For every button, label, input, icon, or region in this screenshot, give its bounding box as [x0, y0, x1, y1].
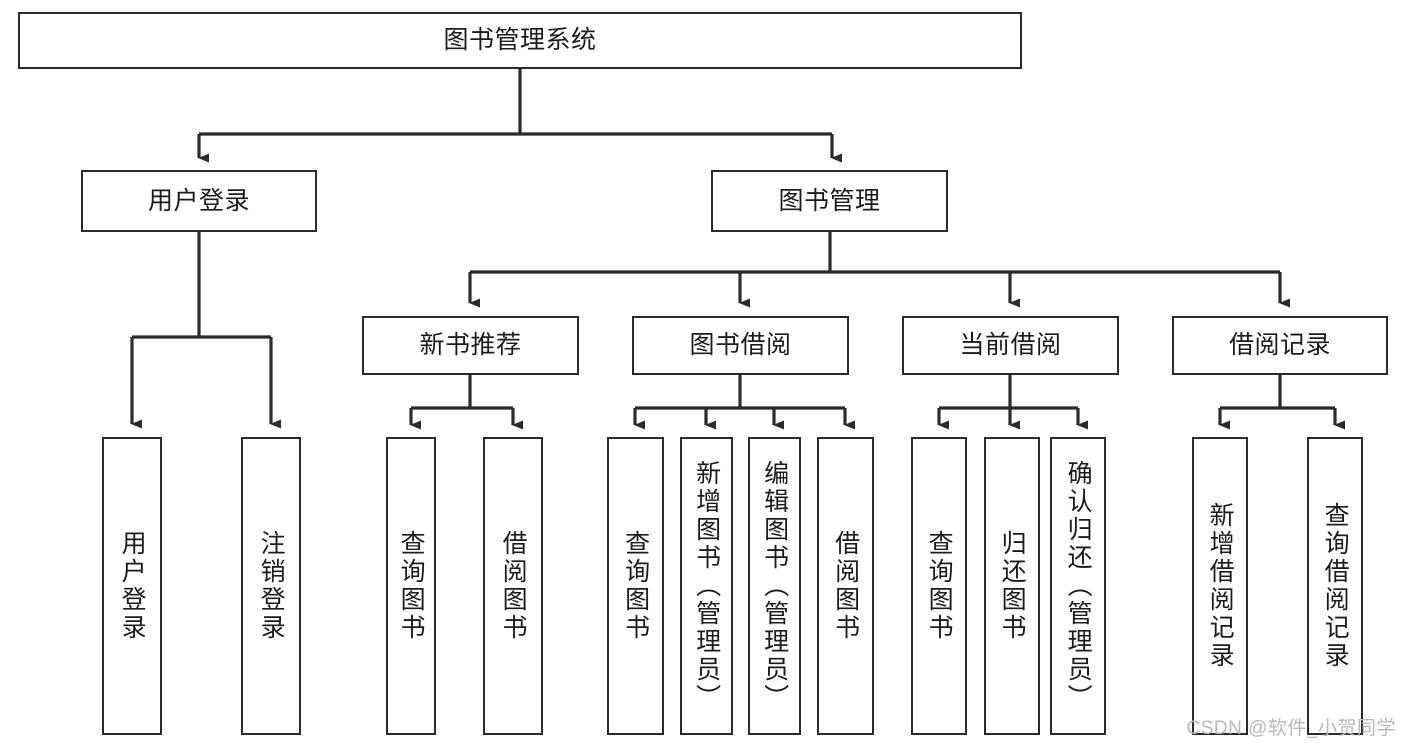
node-leaf-borrow-books[interactable]: 借阅图书 — [817, 437, 874, 735]
node-label: 借阅图书 — [499, 530, 528, 642]
node-level3-new-book-recommend[interactable]: 新书推荐 — [362, 316, 579, 375]
node-level3-borrow-records[interactable]: 借阅记录 — [1172, 316, 1388, 375]
node-leaf-query-books-current[interactable]: 查询图书 — [911, 437, 967, 735]
node-label: 归还图书 — [998, 530, 1027, 642]
node-leaf-add-book-admin[interactable]: 新增图书（管理员） — [680, 437, 733, 735]
node-leaf-query-books-borrow[interactable]: 查询图书 — [607, 437, 664, 735]
node-label: 编辑图书（管理员） — [760, 460, 789, 712]
node-label: 借阅记录 — [1228, 331, 1331, 360]
node-label: 查询借阅记录 — [1321, 502, 1350, 670]
node-leaf-logout[interactable]: 注销登录 — [241, 437, 301, 735]
node-label: 当前借阅 — [959, 331, 1062, 360]
node-leaf-return-books[interactable]: 归还图书 — [984, 437, 1040, 735]
node-label: 确认归还（管理员） — [1064, 460, 1093, 712]
node-label: 查询图书 — [925, 530, 954, 642]
node-leaf-query-books-recommend[interactable]: 查询图书 — [386, 437, 436, 735]
node-leaf-add-borrow-record[interactable]: 新增借阅记录 — [1192, 437, 1248, 735]
node-label: 用户登录 — [147, 186, 250, 215]
node-root[interactable]: 图书管理系统 — [18, 12, 1022, 69]
node-label: 图书管理 — [778, 186, 881, 215]
node-label: 新增图书（管理员） — [692, 460, 721, 712]
node-label: 注销登录 — [257, 530, 286, 642]
node-leaf-query-borrow-record[interactable]: 查询借阅记录 — [1307, 437, 1363, 735]
node-level3-book-borrow[interactable]: 图书借阅 — [632, 316, 849, 375]
node-level3-current-borrow[interactable]: 当前借阅 — [902, 316, 1119, 375]
node-leaf-edit-book-admin[interactable]: 编辑图书（管理员） — [748, 437, 801, 735]
node-level2-user-login[interactable]: 用户登录 — [81, 170, 317, 232]
node-leaf-user-login[interactable]: 用户登录 — [102, 437, 162, 735]
node-label: 新增借阅记录 — [1206, 502, 1235, 670]
node-label: 新书推荐 — [419, 331, 522, 360]
node-level2-book-management[interactable]: 图书管理 — [711, 170, 948, 232]
node-label: 查询图书 — [621, 530, 650, 642]
node-leaf-borrow-books-recommend[interactable]: 借阅图书 — [483, 437, 543, 735]
node-root-label: 图书管理系统 — [443, 26, 597, 55]
node-label: 借阅图书 — [831, 530, 860, 642]
node-leaf-confirm-return-admin[interactable]: 确认归还（管理员） — [1050, 437, 1106, 735]
node-label: 查询图书 — [397, 530, 426, 642]
node-label: 用户登录 — [118, 530, 147, 642]
csdn-watermark: CSDN @软件_小贺同学 — [1186, 718, 1396, 739]
node-label: 图书借阅 — [689, 331, 792, 360]
